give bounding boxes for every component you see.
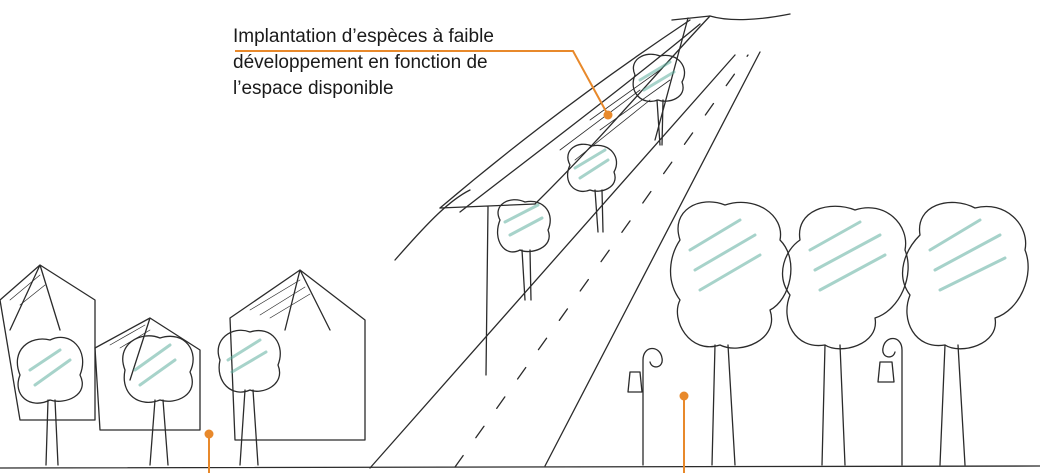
house-right xyxy=(229,269,366,441)
annotation-line-2: développement en fonction de xyxy=(233,52,488,73)
sky-hatching xyxy=(559,69,671,161)
road-right-edge xyxy=(544,51,761,467)
utility-pole-near xyxy=(439,203,536,376)
house-middle xyxy=(94,317,201,431)
callout-leaders xyxy=(208,50,685,473)
road-trees xyxy=(496,53,686,301)
power-wires xyxy=(394,13,791,261)
house-left xyxy=(0,264,96,421)
foliage-tint xyxy=(28,60,1007,387)
annotation-line-1: Implantation d’espèces à faible xyxy=(233,26,494,47)
callout-dots xyxy=(204,110,689,439)
callout-underline xyxy=(235,50,609,116)
street-lamps xyxy=(627,337,903,466)
road-center-dashes xyxy=(454,54,749,468)
callout-dot-right xyxy=(679,391,689,401)
left-trees xyxy=(16,329,281,466)
right-trees xyxy=(669,201,1029,466)
road-left-edge xyxy=(369,54,736,469)
sketch-linework xyxy=(0,13,1040,469)
ground-line xyxy=(0,465,1040,469)
callout-dot-left xyxy=(204,429,214,439)
annotation-line-3: l’espace disponible xyxy=(233,78,394,99)
callout-dot-top xyxy=(603,110,613,120)
house-roof-hatching xyxy=(9,274,311,349)
annotation-caption: Implantation d’espèces à faible développ… xyxy=(233,24,573,102)
